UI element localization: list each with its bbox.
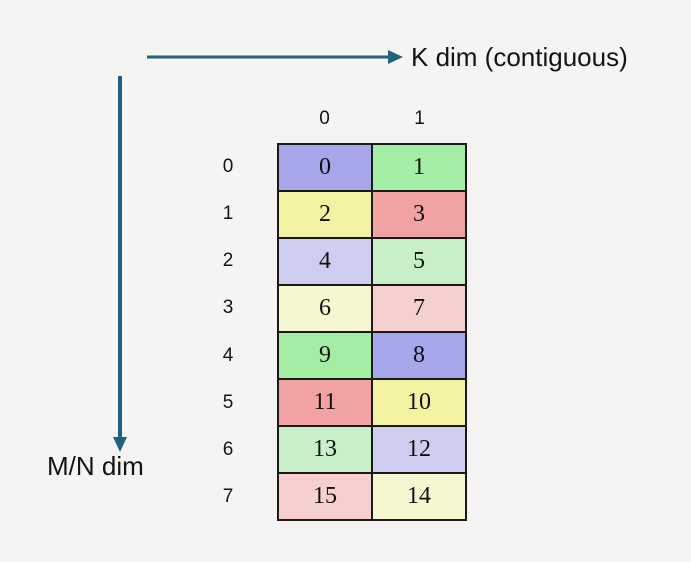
row-header: 0 bbox=[222, 155, 234, 177]
grid-row: 4 5 bbox=[277, 237, 467, 286]
grid-cell: 3 bbox=[371, 190, 467, 239]
grid-row: 6 7 bbox=[277, 284, 467, 333]
row-header: 3 bbox=[222, 297, 234, 319]
memory-grid: 0 1 2 3 4 5 6 7 9 8 11 10 bbox=[277, 143, 467, 521]
grid-cell: 5 bbox=[371, 237, 467, 286]
grid-cell: 7 bbox=[371, 284, 467, 333]
mn-dim-arrow bbox=[113, 76, 127, 452]
column-header: 1 bbox=[414, 108, 425, 129]
grid-cell: 2 bbox=[277, 190, 373, 239]
grid-cell: 13 bbox=[277, 425, 373, 474]
row-header: 6 bbox=[222, 439, 234, 461]
row-header: 4 bbox=[222, 344, 234, 366]
grid-cell: 14 bbox=[371, 472, 467, 521]
column-headers: 0 1 bbox=[277, 108, 467, 136]
column-header: 0 bbox=[319, 108, 330, 129]
grid-row: 13 12 bbox=[277, 425, 467, 474]
grid-row: 9 8 bbox=[277, 331, 467, 380]
row-header: 1 bbox=[222, 202, 234, 224]
grid-cell: 15 bbox=[277, 472, 373, 521]
grid-row: 2 3 bbox=[277, 190, 467, 239]
grid-cell: 8 bbox=[371, 331, 467, 380]
grid-cell: 11 bbox=[277, 378, 373, 427]
grid-row: 15 14 bbox=[277, 472, 467, 521]
grid-cell: 0 bbox=[277, 143, 373, 192]
row-headers: 0 1 2 3 4 5 6 7 bbox=[207, 143, 249, 521]
grid-cell: 12 bbox=[371, 425, 467, 474]
grid-cell: 4 bbox=[277, 237, 373, 286]
row-header: 2 bbox=[222, 250, 234, 272]
row-header: 7 bbox=[222, 486, 234, 508]
k-dim-arrow bbox=[147, 50, 403, 64]
grid-cell: 10 bbox=[371, 378, 467, 427]
grid-cell: 1 bbox=[371, 143, 467, 192]
grid-row: 0 1 bbox=[277, 143, 467, 192]
k-dim-label: K dim (contiguous) bbox=[411, 42, 628, 72]
grid-cell: 6 bbox=[277, 284, 373, 333]
grid-row: 11 10 bbox=[277, 378, 467, 427]
mn-dim-label: M/N dim bbox=[47, 451, 144, 481]
grid-cell: 9 bbox=[277, 331, 373, 380]
row-header: 5 bbox=[222, 391, 234, 413]
